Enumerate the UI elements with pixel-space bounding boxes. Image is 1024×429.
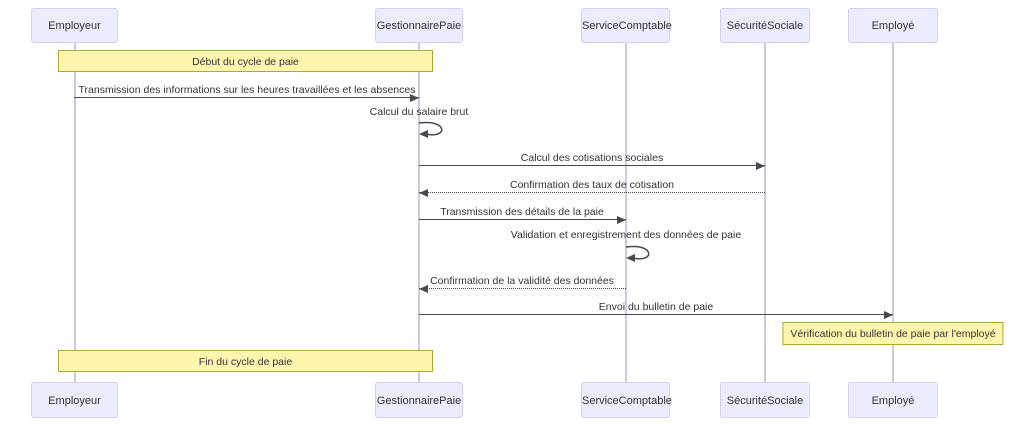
message-line-confirmation-validite — [419, 288, 626, 289]
arrowhead-right — [756, 162, 765, 170]
self-loop-arrow — [625, 245, 650, 262]
actor-box-employe-bottom: Employé — [848, 382, 938, 418]
message-label-validation-enregistrement: Validation et enregistrement des données… — [510, 229, 742, 241]
note-fin-cycle: Fin du cycle de paie — [58, 350, 433, 372]
message-line-transmission-heures — [74, 97, 419, 98]
arrowhead-left — [419, 189, 428, 197]
note-verification-bulletin: Vérification du bulletin de paie par l'e… — [782, 322, 1004, 345]
message-line-confirmation-taux — [419, 192, 765, 193]
message-label-envoi-bulletin: Envoi du bulletin de paie — [598, 301, 714, 313]
lifeline-servicecomptable — [625, 43, 627, 383]
lifeline-employe — [892, 43, 894, 383]
lifeline-gestionnairepaie — [418, 43, 420, 383]
actor-box-gestionnairepaie-bottom: GestionnairePaie — [375, 382, 463, 418]
actor-box-employeur-top: Employeur — [31, 8, 118, 43]
lifeline-securitesociale — [764, 43, 766, 383]
actor-box-employeur-bottom: Employeur — [31, 382, 118, 418]
actor-box-employe-top: Employé — [848, 8, 938, 43]
message-label-calcul-salaire-brut: Calcul du salaire brut — [369, 106, 469, 118]
self-loop-arrow — [418, 121, 443, 138]
message-line-calcul-cotisations — [419, 165, 765, 166]
actor-box-securitesociale-top: SécuritéSociale — [720, 8, 810, 43]
message-label-calcul-cotisations: Calcul des cotisations sociales — [520, 152, 664, 164]
arrowhead-right — [410, 94, 419, 102]
actor-box-gestionnairepaie-top: GestionnairePaie — [375, 8, 463, 43]
note-debut-cycle: Début du cycle de paie — [58, 50, 433, 72]
arrowhead-left — [419, 285, 428, 293]
message-label-confirmation-validite: Confirmation de la validité des données — [430, 275, 614, 287]
message-line-transmission-details — [419, 219, 626, 220]
actor-box-servicecomptable-top: ServiceComptable — [581, 8, 672, 43]
message-label-transmission-details: Transmission des détails de la paie — [440, 206, 604, 218]
actor-box-securitesociale-bottom: SécuritéSociale — [720, 382, 810, 418]
arrowhead-right — [617, 216, 626, 224]
message-line-envoi-bulletin — [419, 314, 893, 315]
arrowhead-right — [884, 311, 893, 319]
message-label-confirmation-taux: Confirmation des taux de cotisation — [509, 179, 675, 191]
lifeline-employeur — [74, 43, 76, 383]
message-label-transmission-heures: Transmission des informations sur les he… — [78, 84, 416, 96]
actor-box-servicecomptable-bottom: ServiceComptable — [581, 382, 672, 418]
